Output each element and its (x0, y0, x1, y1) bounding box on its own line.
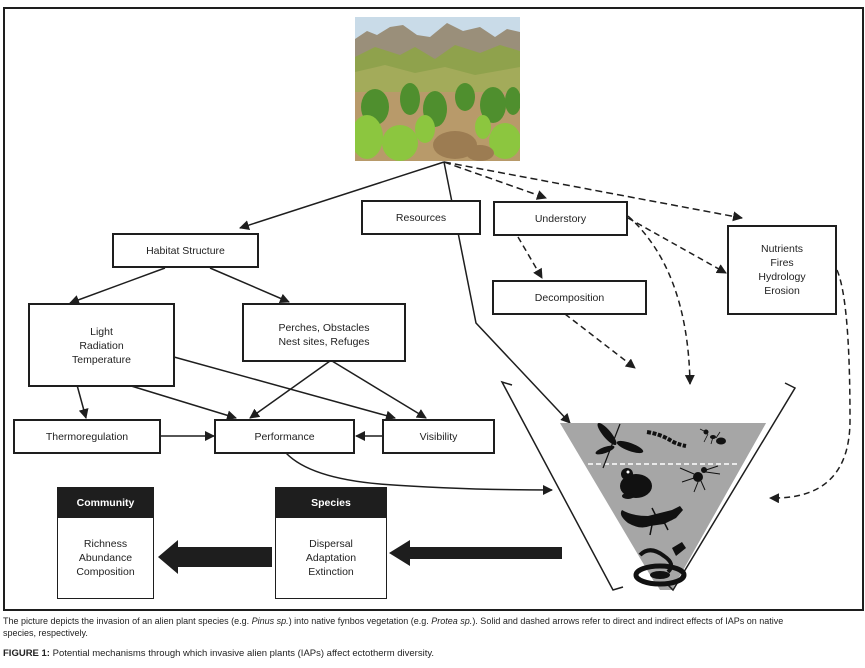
hydrology-label: Hydrology (758, 271, 806, 283)
figure-label: FIGURE 1: (3, 648, 50, 659)
extinction-label: Extinction (308, 566, 354, 578)
performance-label: Performance (254, 430, 315, 443)
diagram-arrows (69, 161, 851, 592)
spider-icon (679, 465, 721, 493)
light-label: Light (90, 326, 113, 338)
nest-sites-label: Nest sites, Refuges (278, 336, 370, 348)
note-part: The picture depicts the invasion of an a… (3, 616, 252, 626)
dashed-arrow-understory-to-decomposition (517, 236, 543, 279)
box-species: Species Dispersal Adaptation Extinction (275, 487, 387, 599)
radiation-label: Radiation (79, 340, 124, 352)
arrow-photo-to-habitat (239, 161, 445, 230)
figure-caption: FIGURE 1: Potential mechanisms through w… (3, 648, 434, 659)
figure-note: The picture depicts the invasion of an a… (3, 615, 783, 639)
abundance-label: Abundance (78, 552, 133, 564)
note-part: ) into native fynbos vegetation (e.g. (288, 616, 432, 626)
worm-icon (646, 430, 687, 448)
dashed-arrow-decomposition-to-funnel (564, 313, 636, 369)
dashed-arrow-nutrients-to-funnel (769, 269, 851, 504)
box-resources: Resources (361, 200, 481, 235)
fires-label: Fires (770, 257, 794, 269)
lizard-icon (620, 506, 683, 536)
funnel-right-bracket (667, 382, 797, 592)
box-decomposition: Decomposition (492, 280, 647, 315)
note-italic-pinus: Pinus sp. (251, 616, 289, 626)
note-italic-protea: Protea sp. (431, 616, 473, 626)
box-visibility: Visibility (382, 419, 495, 454)
thermoregulation-label: Thermoregulation (45, 430, 129, 443)
box-community: Community Richness Abundance Composition (57, 487, 154, 599)
dashed-arrow-photo-to-understory (443, 161, 547, 200)
resources-label: Resources (395, 211, 447, 224)
funnel-left-bracket (500, 380, 624, 591)
arrow-perches-to-performance (249, 360, 331, 419)
box-performance: Performance (214, 419, 355, 454)
arrow-perches-to-visibility (331, 360, 427, 419)
box-nutrients: Nutrients Fires Hydrology Erosion (727, 225, 837, 315)
box-thermoregulation: Thermoregulation (13, 419, 161, 454)
arrow-habitat-to-light (69, 267, 166, 305)
snake-icon (633, 542, 687, 587)
nutrients-label: Nutrients (760, 243, 803, 255)
box-habitat-structure: Habitat Structure (112, 233, 259, 268)
figure-frame (3, 7, 864, 611)
ant-icon (699, 428, 726, 445)
visibility-label: Visibility (419, 430, 458, 443)
arrow-habitat-to-perches (209, 267, 290, 304)
box-light: Light Radiation Temperature (28, 303, 175, 387)
dispersal-label: Dispersal (309, 538, 353, 550)
thick-arrow-funnel-to-species (389, 540, 562, 566)
temperature-label: Temperature (72, 354, 131, 366)
dashed-arrow-understory-to-nutrients (627, 217, 727, 274)
landscape-photo (355, 17, 520, 161)
landscape-photo-image (355, 17, 520, 161)
understory-label: Understory (534, 212, 587, 225)
dragonfly-icon (595, 422, 644, 469)
thick-arrow-species-to-community (158, 540, 272, 574)
arrow-light-to-visibility (173, 356, 396, 421)
species-header: Species (276, 488, 386, 518)
arrow-performance-to-funnel (285, 452, 553, 495)
adaptation-label: Adaptation (305, 552, 357, 564)
arrow-light-to-thermoregulation (76, 384, 89, 419)
erosion-label: Erosion (764, 285, 800, 297)
note-part: ). Solid and dashed arrows refer to dire… (472, 616, 784, 626)
arrow-light-to-performance (127, 384, 237, 421)
dashed-arrow-understory-to-funnel (627, 215, 695, 385)
box-perches: Perches, Obstacles Nest sites, Refuges (242, 303, 406, 362)
community-header: Community (58, 488, 153, 518)
composition-label: Composition (76, 566, 135, 578)
perches-label: Perches, Obstacles (278, 322, 370, 334)
note-line2: species, respectively. (3, 628, 88, 638)
habitat-structure-label: Habitat Structure (146, 244, 225, 257)
figure-title: Potential mechanisms through which invas… (49, 648, 435, 659)
box-understory: Understory (493, 201, 628, 236)
decomposition-label: Decomposition (534, 291, 605, 304)
frog-icon (620, 468, 652, 499)
dashed-arrow-photo-to-nutrients (443, 161, 743, 222)
richness-label: Richness (83, 538, 128, 550)
